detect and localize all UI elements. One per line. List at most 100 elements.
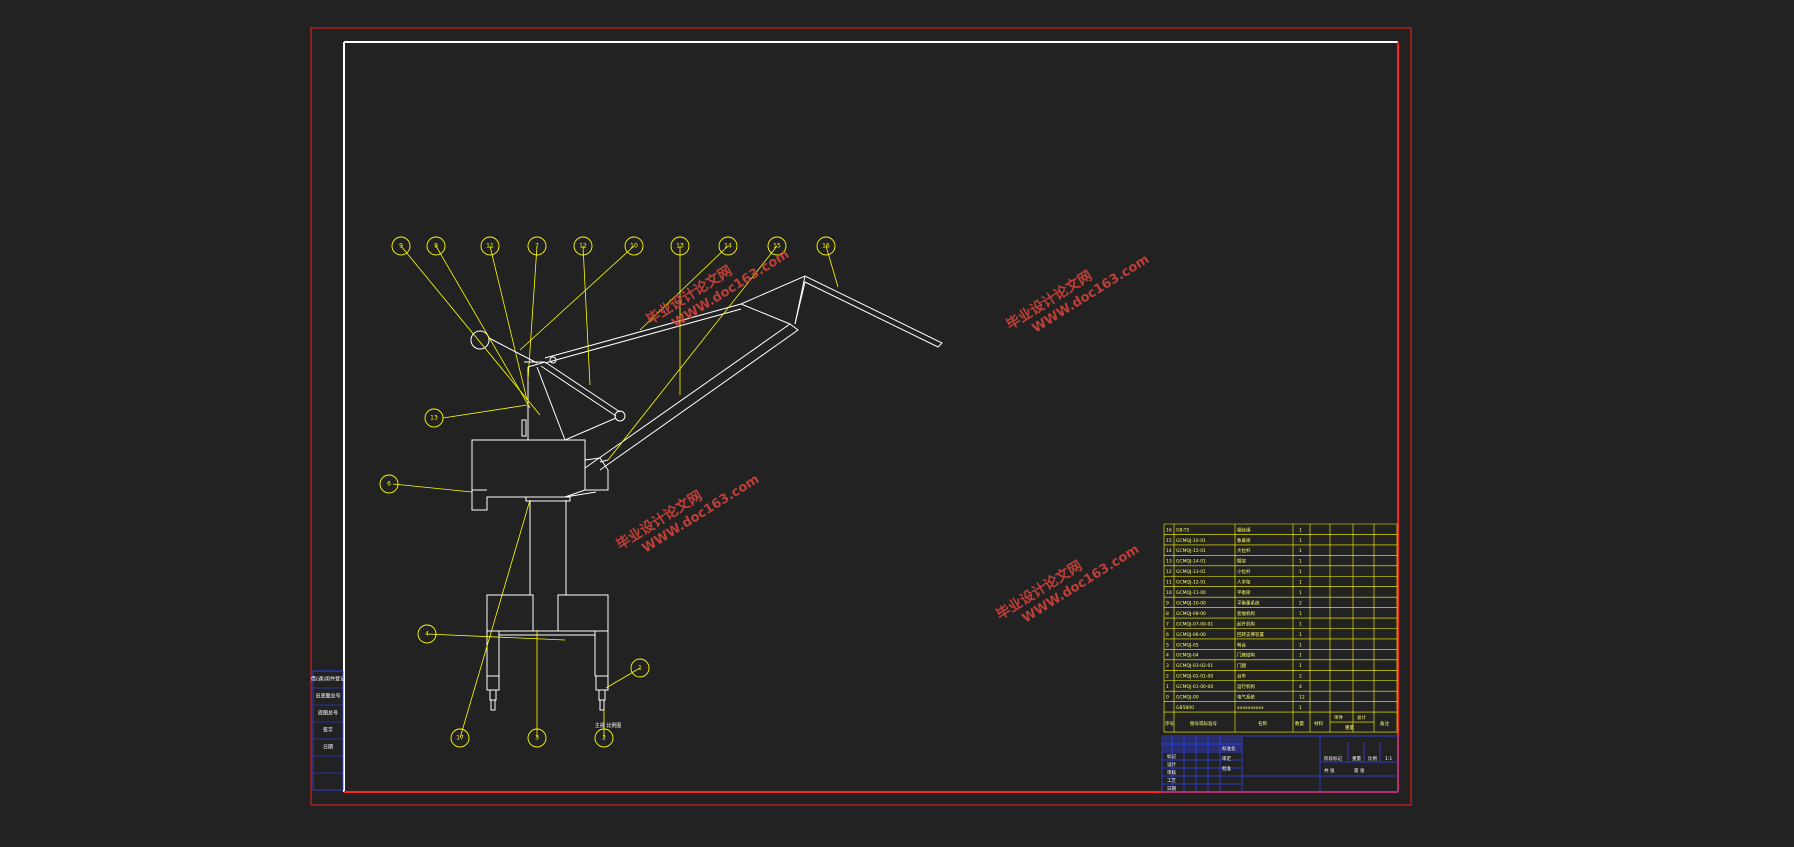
- bom-cell: GCMQJ-10-01: [1176, 538, 1206, 544]
- bom-cell: GB-T5: [1176, 527, 1190, 533]
- small-tie-rod: [540, 361, 626, 441]
- balloon-label: 8: [434, 243, 438, 250]
- bom-cell: 1: [1299, 538, 1302, 544]
- balloon-label: 14: [724, 243, 732, 250]
- title-right-cell: 阶段标记: [1324, 755, 1342, 762]
- bom-cell: 8: [1166, 611, 1169, 617]
- beak-beam: [740, 275, 943, 348]
- bom-cell: 4: [1299, 684, 1302, 690]
- side-stamp-cell: 日期: [323, 745, 333, 751]
- sheet-border: [310, 27, 1412, 806]
- title-sheet-cell: 共 张: [1324, 767, 1335, 774]
- balloon-circle: [450, 728, 470, 748]
- bom-cell: 1: [1299, 559, 1302, 565]
- balloon-label: 15: [773, 243, 781, 250]
- title-mid-cell: 标准化: [1222, 745, 1236, 752]
- balloon-circle: [624, 236, 644, 256]
- bom-cell: 1: [1299, 590, 1302, 596]
- counterweight: [470, 330, 490, 350]
- bom-header-cell: 图号或标准号: [1190, 720, 1217, 727]
- side-stamp-cell: 底图总号: [318, 710, 338, 717]
- bom-cell: 15: [1166, 538, 1172, 544]
- bom-cell: 人字架: [1237, 579, 1251, 586]
- title-left-cell: 审核: [1167, 769, 1176, 776]
- title-right-cell: 重量: [1352, 755, 1361, 762]
- bom-cell: 1: [1299, 632, 1302, 638]
- bom-cell: 9: [1166, 600, 1169, 606]
- side-stamp-cell: 借(通)用件登记: [311, 676, 345, 683]
- title-left-cell: 日期: [1167, 786, 1176, 792]
- bom-header-cell: 备注: [1380, 720, 1389, 727]
- bom-cell: 1: [1299, 611, 1302, 617]
- balloon-label: 6: [387, 481, 391, 488]
- balloon-label: 7: [535, 243, 539, 250]
- bom-cell: GCMQJ-07-00-01: [1176, 621, 1213, 627]
- balloon-circle: [424, 408, 444, 428]
- balloon-circle: [767, 236, 787, 256]
- bom-cell: GCMQJ-01-00-00: [1176, 684, 1213, 690]
- balloon-circle: [480, 236, 500, 256]
- bom-cell: 象鼻梁: [1237, 537, 1251, 544]
- balloon-label: 1: [638, 665, 642, 672]
- bom-header-cell: 总计: [1357, 714, 1366, 721]
- bom-cell: 7: [1166, 621, 1169, 627]
- balloon-label: 9: [399, 243, 403, 250]
- bom-header-cell: 材料: [1314, 720, 1323, 727]
- balloon-label: 4: [425, 631, 429, 638]
- tower-column: [525, 496, 571, 595]
- bom-cell: 钢丝绳: [1237, 526, 1251, 533]
- crane-drawing: [470, 275, 943, 711]
- bom-cell: 5: [1166, 642, 1169, 648]
- bom-cell: GCMQJ-00: [1176, 695, 1199, 701]
- bom-cell: 3: [1166, 663, 1169, 669]
- bom-cell: GCMQJ-05: [1176, 642, 1199, 648]
- bom-cell: GCMQJ-02-01-00: [1176, 674, 1213, 680]
- title-scale: 1:1: [1385, 756, 1392, 762]
- bom-cell: 1: [1299, 663, 1302, 669]
- bom-cell: 10: [1166, 590, 1172, 596]
- bom-cell: 台车: [1237, 673, 1246, 680]
- bom-cell: GCMQJ-13-01: [1176, 569, 1206, 575]
- balloon-label: 11: [486, 243, 494, 250]
- balloon-circle: [573, 236, 593, 256]
- bom-cell: 2: [1299, 600, 1302, 606]
- title-left-cell: 工艺: [1167, 778, 1176, 784]
- bom-cell: 电气系统: [1237, 694, 1255, 701]
- bom-cell: GCMQJ-12-01: [1176, 580, 1206, 586]
- bom-cell: 变幅机构: [1237, 610, 1255, 617]
- bom-cell: 1: [1166, 684, 1169, 690]
- bom-header-cell: 重量: [1345, 724, 1354, 731]
- bom-cell: GCMQJ-11-00: [1176, 590, 1206, 596]
- bom-cell: 0: [1166, 695, 1169, 701]
- balloon-circle: [417, 624, 437, 644]
- bom-cell: 1: [1299, 642, 1302, 648]
- balloon-circle: [527, 236, 547, 256]
- portal-frame: [486, 594, 609, 711]
- bom-cell: GCMQJ-14-01: [1176, 559, 1206, 565]
- bom-cell: 11: [1166, 580, 1172, 586]
- bom-cell: 起升机构: [1237, 620, 1255, 627]
- bom-cell: 门腿: [1237, 662, 1246, 669]
- bom-cell: 平衡重系统: [1237, 599, 1260, 606]
- title-left-cell: 设计: [1167, 761, 1176, 768]
- bom-cell: 1: [1299, 653, 1302, 659]
- bom-cell: GCMQJ-03-02-01: [1176, 663, 1213, 669]
- bom-cell: GCMQJ-15-01: [1176, 548, 1206, 554]
- leg-note: 主视 比例图: [595, 722, 622, 729]
- bom-cell: xxxxxxxxxx: [1237, 706, 1264, 711]
- bom-cell: 13: [1166, 559, 1172, 565]
- balloon-circle: [670, 236, 690, 256]
- side-stamp-cell: 签字: [323, 727, 333, 734]
- bom-cell: 1: [1299, 705, 1302, 711]
- balloon-circle: [426, 236, 446, 256]
